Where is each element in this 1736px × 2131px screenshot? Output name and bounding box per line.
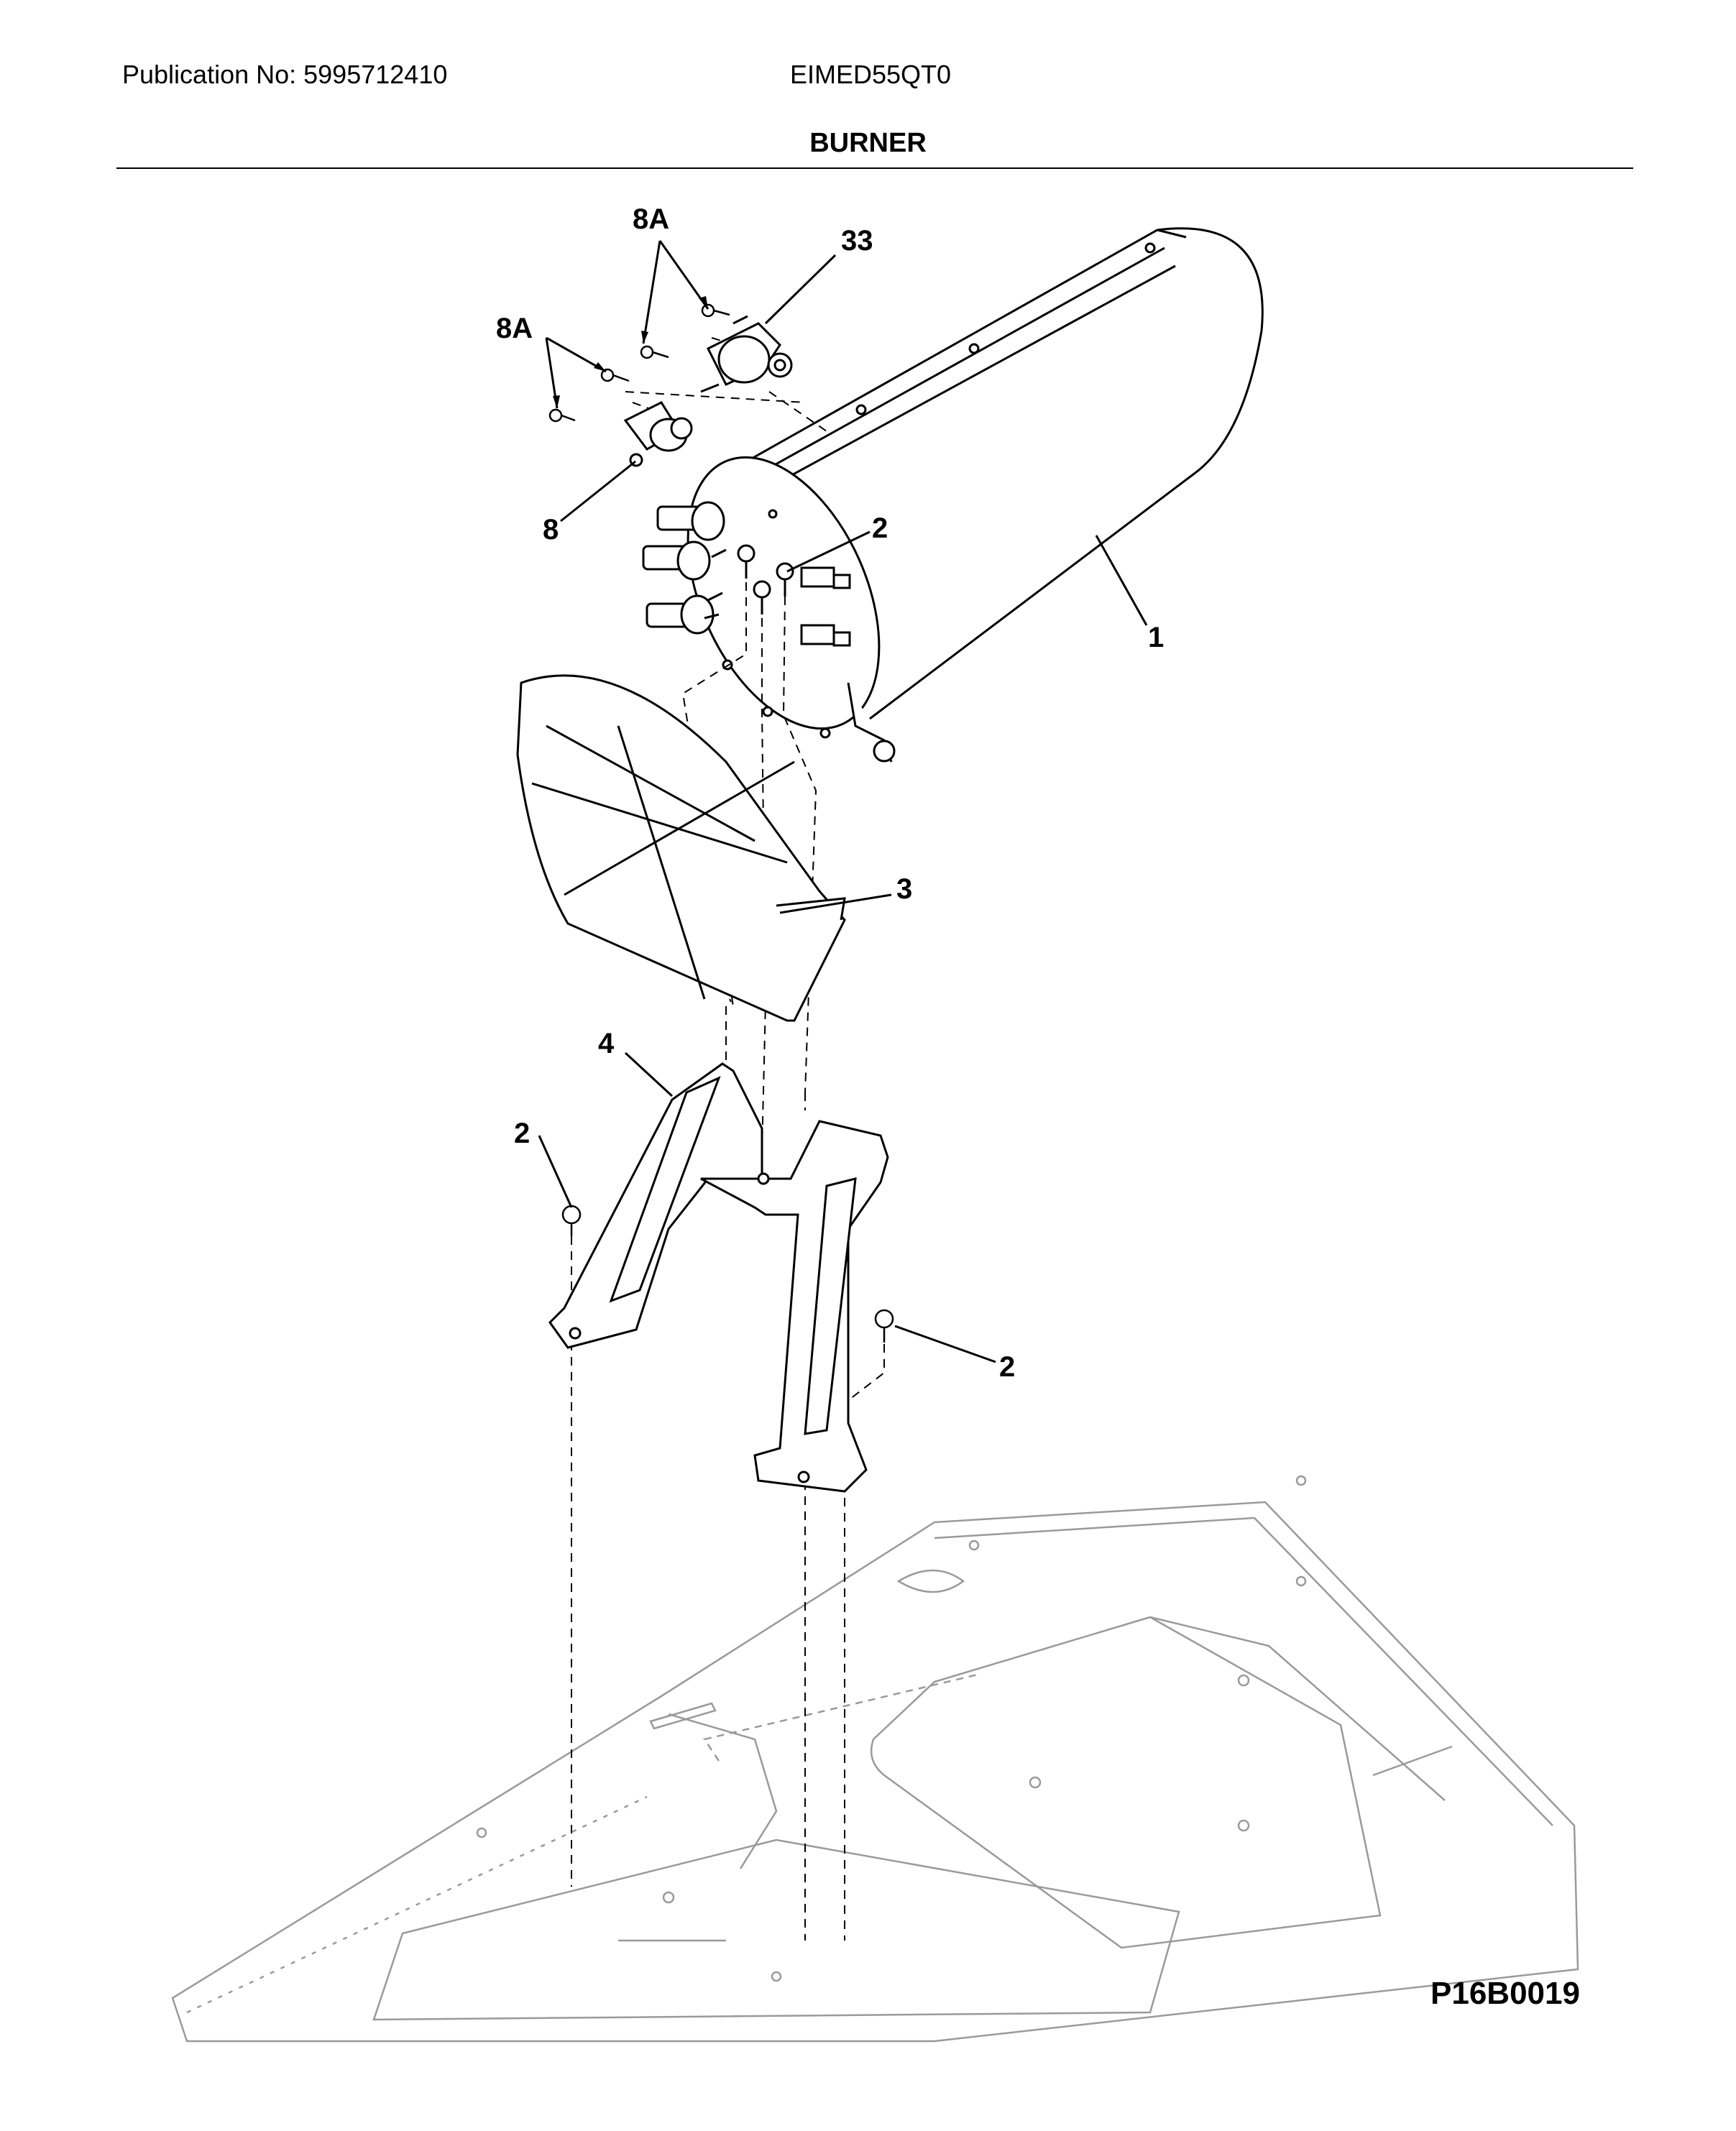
model-number: EIMED55QT0 <box>790 60 952 89</box>
callout-8a-upper: 8A <box>633 203 669 235</box>
callout-8a-lower: 8A <box>496 313 533 344</box>
publication-number: Publication No: 5995712410 <box>122 60 448 89</box>
screws-8a-lower <box>548 368 630 423</box>
cabinet-base <box>171 1475 1579 2043</box>
callouts: 8A 33 8A 8 2 1 3 4 2 2 <box>496 203 1164 1383</box>
callout-3: 3 <box>896 873 912 905</box>
loose-screws <box>561 1205 894 1343</box>
leader-arrowheads <box>553 296 708 408</box>
section-title: BURNER <box>809 128 927 158</box>
thermostat-8 <box>623 401 693 467</box>
callout-2-left: 2 <box>514 1118 530 1149</box>
callout-1: 1 <box>1148 622 1164 653</box>
callout-4: 4 <box>598 1028 615 1059</box>
support-bracket <box>548 1062 889 1493</box>
header-rule <box>116 167 1633 169</box>
thermostat-33 <box>700 315 793 393</box>
duct-thermostats <box>642 501 727 635</box>
callout-2-right: 2 <box>999 1351 1015 1383</box>
duct-screws <box>737 544 794 615</box>
leader-lines <box>538 240 1148 1363</box>
heat-shield <box>516 674 846 1022</box>
callout-33: 33 <box>841 225 873 257</box>
figure-code: P16B0019 <box>1430 1976 1580 2011</box>
burner-duct <box>642 227 1264 763</box>
callout-8: 8 <box>543 514 559 546</box>
callout-2-top: 2 <box>872 512 888 544</box>
screws-8a-upper <box>640 303 730 359</box>
